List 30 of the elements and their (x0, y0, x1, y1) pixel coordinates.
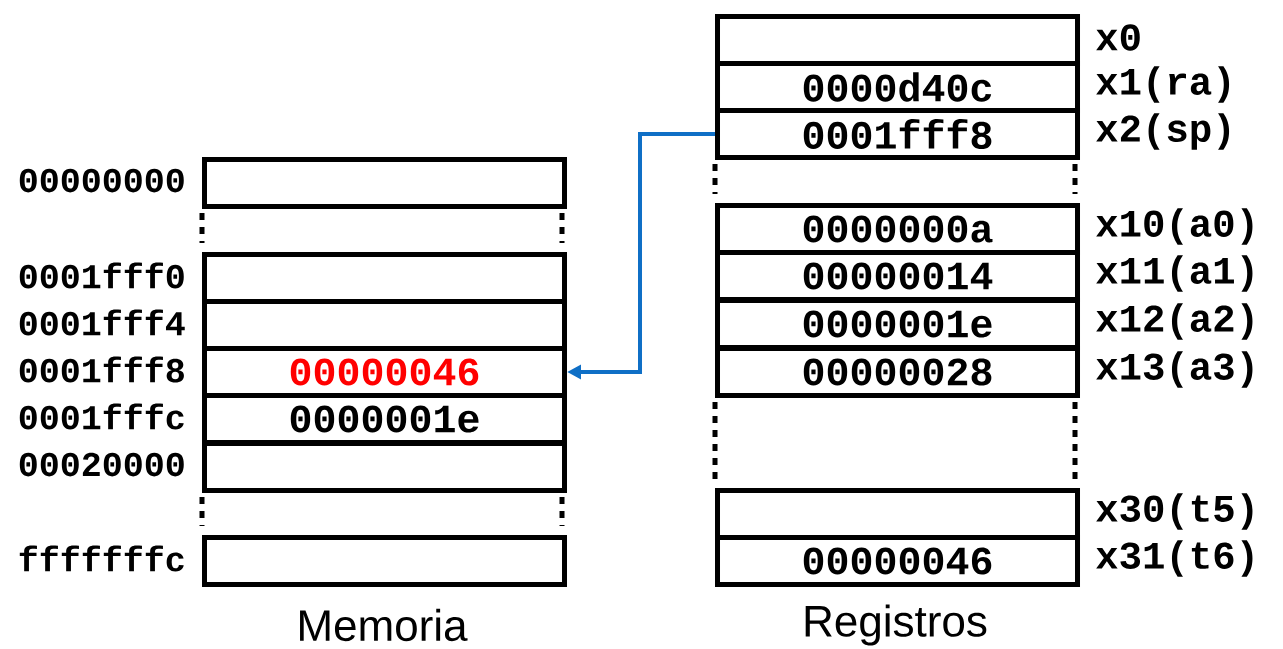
cell-label: x31(t6) (1096, 540, 1253, 577)
memory-cell: 00000028 (715, 346, 1080, 398)
cell-label: fffffffc (19, 545, 184, 572)
memory-cell: 0000001e (715, 298, 1080, 350)
cell-label: 0001fffc (19, 403, 184, 430)
cell-label: x13(a3) (1096, 351, 1253, 388)
cell-label: 0001fff8 (19, 356, 184, 383)
cell-label: 0001fff0 (19, 262, 184, 289)
cell-label: x30(t5) (1096, 493, 1253, 530)
cell-label: 0001fff4 (19, 309, 185, 336)
cell-label: x1(ra) (1096, 66, 1230, 103)
cell-label: x12(a2) (1096, 303, 1253, 340)
memory-cell: 0000000a (715, 203, 1080, 255)
memory-cell: 00000014 (715, 250, 1080, 302)
memory-cell (202, 535, 567, 587)
memory-cell: 00000046 (202, 346, 567, 398)
memory-cell: 0001fff8 (715, 108, 1080, 160)
cell-label: x2(sp) (1096, 113, 1230, 150)
cell-label: 00020000 (19, 452, 184, 477)
memory-cell: 0000001e (202, 393, 567, 445)
cell-label: 00000000 (19, 168, 184, 193)
memory-cell (202, 441, 567, 493)
panel-title: Registros (805, 604, 987, 646)
cell-label: x10(a0) (1096, 208, 1253, 245)
panel-title: Memoria (300, 608, 468, 642)
memory-cell (202, 157, 567, 209)
cell-label: x11(a1) (1096, 255, 1253, 292)
cell-label: x0 (1096, 24, 1140, 51)
memory-cell: 0000d40c (715, 61, 1080, 113)
memory-cell: 00000046 (715, 535, 1080, 587)
